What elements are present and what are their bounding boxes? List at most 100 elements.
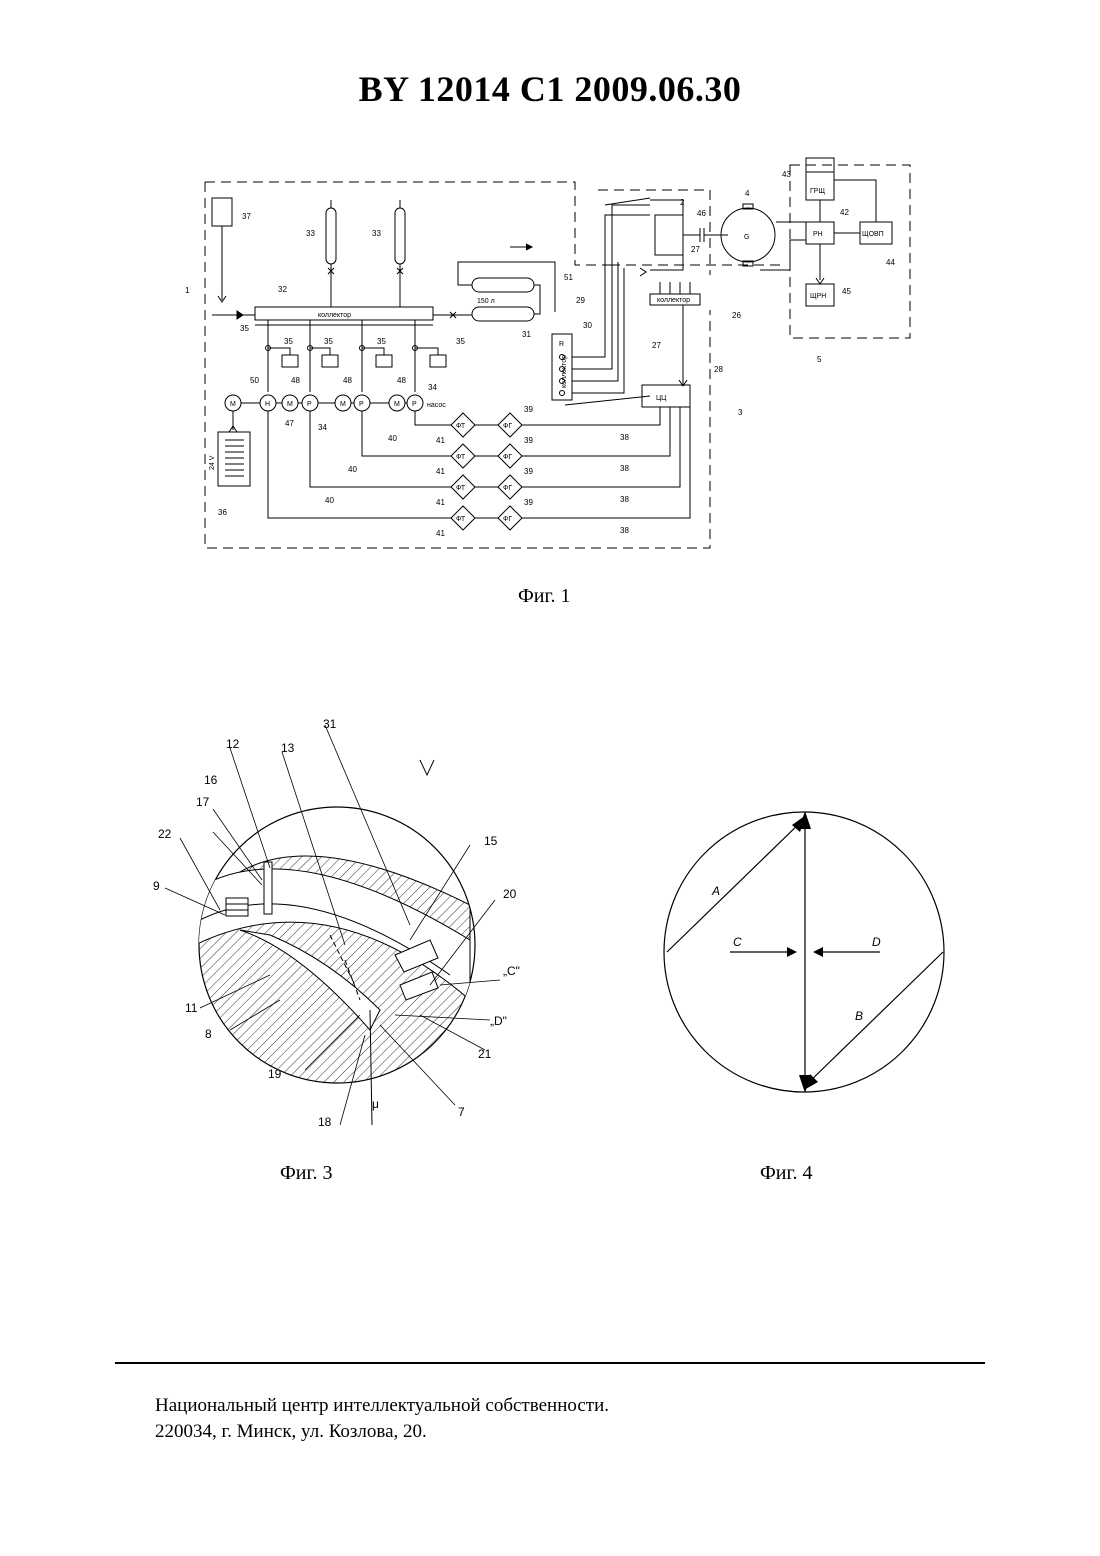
fig3-label-16: 16: [204, 773, 218, 787]
label-39a: 39: [524, 405, 533, 414]
p-2: Р: [359, 401, 364, 408]
label-45: 45: [842, 287, 851, 296]
vector-C-label: C: [733, 935, 742, 949]
fig3-label-17: 17: [196, 795, 210, 809]
label-43: 43: [782, 170, 791, 179]
vector-A-label: A: [711, 884, 720, 898]
label-37: 37: [242, 212, 251, 221]
fig3-label-7: 7: [458, 1105, 465, 1119]
r-text: R: [559, 341, 564, 348]
label-5: 5: [817, 355, 822, 364]
n-text: Н: [265, 401, 270, 408]
motor-2: М: [287, 401, 293, 408]
label-40b: 40: [348, 465, 357, 474]
caption-fig-1: Фиг. 1: [518, 585, 570, 608]
label-38d: 38: [620, 526, 629, 535]
label-35b: 35: [284, 337, 293, 346]
label-1: 1: [185, 286, 190, 295]
label-26: 26: [732, 311, 741, 320]
fg-4: ФГ: [503, 516, 512, 523]
label-50: 50: [250, 376, 259, 385]
label-41c: 41: [436, 498, 445, 507]
shovp-text: ЩОВП: [862, 231, 884, 238]
label-28: 28: [714, 365, 723, 374]
motor-3: М: [340, 401, 346, 408]
rn-text: РН: [813, 231, 823, 238]
figure-1-schematic: 1 2 3 4 5 26 27 27 28 29 30 31 32 33 33 …: [170, 130, 930, 560]
fig3-label-13: 13: [281, 741, 295, 755]
fg-3: ФГ: [503, 485, 512, 492]
fg-1: ФГ: [503, 423, 512, 430]
label-46: 46: [697, 209, 706, 218]
grsh-text: ГРЩ: [810, 188, 825, 195]
label-29: 29: [576, 296, 585, 305]
fig3-label-22: 22: [158, 827, 172, 841]
ft-2: ФТ: [456, 454, 466, 461]
label-40a: 40: [388, 434, 397, 443]
label-35: 35: [240, 324, 249, 333]
label-34b: 34: [318, 423, 327, 432]
label-39d: 39: [524, 498, 533, 507]
label-35d: 35: [377, 337, 386, 346]
ft-4: ФТ: [456, 516, 466, 523]
footer-divider: [115, 1362, 985, 1364]
p-1: Р: [307, 401, 312, 408]
label-39c: 39: [524, 467, 533, 476]
fig3-label-18: 18: [318, 1115, 332, 1129]
fg-2: ФГ: [503, 454, 512, 461]
battery-text: 24 V: [209, 455, 216, 470]
motor-4: М: [394, 401, 400, 408]
caption-fig-3: Фиг. 3: [280, 1162, 332, 1185]
label-4: 4: [745, 189, 750, 198]
label-33a: 33: [306, 229, 315, 238]
volume-text: 150 л: [477, 298, 495, 305]
pump-text: насос: [427, 402, 446, 409]
collector-vertical-text: коллектор: [561, 355, 568, 388]
label-32: 32: [278, 285, 287, 294]
p-3: Р: [412, 401, 417, 408]
fig3-label-21: 21: [478, 1047, 492, 1061]
caption-fig-4: Фиг. 4: [760, 1162, 812, 1185]
fig3-label-D: „D": [490, 1014, 507, 1028]
label-42: 42: [840, 208, 849, 217]
label-48b: 48: [343, 376, 352, 385]
label-36: 36: [218, 508, 227, 517]
figure-3-section: 31 12 13 16 17 22 9 15 20 „C" „D" 11 8 2…: [150, 715, 530, 1135]
ft-1: ФТ: [456, 423, 466, 430]
label-41a: 41: [436, 436, 445, 445]
label-51: 51: [564, 273, 573, 282]
label-38b: 38: [620, 464, 629, 473]
footer-line-2: 220034, г. Минск, ул. Козлова, 20.: [155, 1419, 609, 1445]
patent-header: BY 12014 C1 2009.06.30: [0, 68, 1100, 110]
fig3-label-mu: μ: [372, 1097, 379, 1111]
fig3-label-11: 11: [185, 1001, 198, 1015]
label-34: 34: [428, 383, 437, 392]
label-39b: 39: [524, 436, 533, 445]
label-33b: 33: [372, 229, 381, 238]
ft-3: ФТ: [456, 485, 466, 492]
fig3-label-31: 31: [323, 717, 337, 731]
label-44: 44: [886, 258, 895, 267]
collector-right-text: коллектор: [657, 297, 690, 304]
collector-main-text: коллектор: [318, 312, 351, 319]
shrn-text: ЩРН: [810, 293, 826, 300]
label-48a: 48: [291, 376, 300, 385]
fig3-label-15: 15: [484, 834, 498, 848]
label-35e: 35: [456, 337, 465, 346]
figure-4-vector-diagram: A B C D: [650, 790, 960, 1100]
fig3-label-9: 9: [153, 879, 160, 893]
footer-line-1: Национальный центр интеллектуальной собс…: [155, 1393, 609, 1419]
label-47: 47: [285, 419, 294, 428]
fig3-label-19: 19: [268, 1067, 282, 1081]
tsc-text: ЦЦ: [656, 395, 667, 402]
label-38a: 38: [620, 433, 629, 442]
generator-text: G: [744, 234, 749, 241]
label-41b: 41: [436, 467, 445, 476]
label-41d: 41: [436, 529, 445, 538]
label-48c: 48: [397, 376, 406, 385]
label-35c: 35: [324, 337, 333, 346]
footer-address: Национальный центр интеллектуальной собс…: [155, 1393, 609, 1445]
label-30: 30: [583, 321, 592, 330]
label-38c: 38: [620, 495, 629, 504]
label-3: 3: [738, 408, 743, 417]
